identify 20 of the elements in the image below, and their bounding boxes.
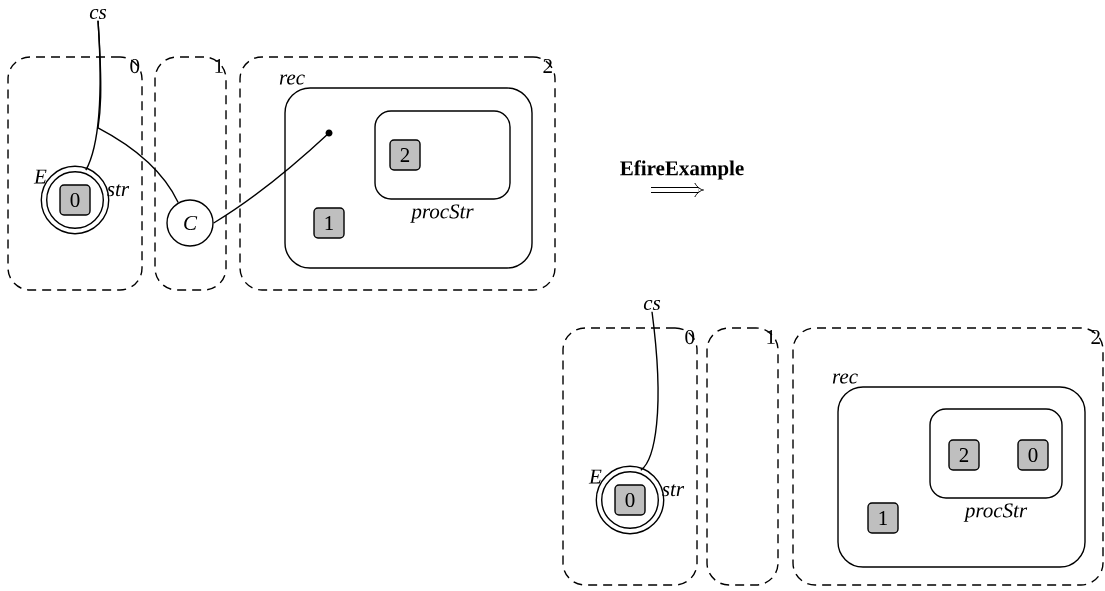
link-name: cs	[89, 8, 107, 20]
site-box: 2	[389, 139, 421, 171]
link-name: cs	[643, 299, 661, 311]
link-line	[97, 20, 179, 204]
site-box: 1	[313, 207, 345, 239]
site-box: 2	[948, 439, 980, 471]
link-line	[213, 132, 330, 224]
site-box: 0	[1017, 439, 1049, 471]
node-label: procStr	[410, 204, 474, 223]
region-box: 1	[706, 327, 779, 586]
node-label: rec	[279, 74, 305, 85]
site-box: 1	[867, 502, 899, 534]
site-box: 0	[59, 184, 91, 216]
rule-name: EfireExample	[620, 160, 744, 180]
node-label: str	[107, 184, 130, 197]
node-label: rec	[832, 373, 858, 384]
site-box: 0	[614, 484, 646, 516]
node-label: str	[662, 484, 685, 497]
link-line	[640, 311, 659, 471]
node-label: procStr	[963, 503, 1028, 522]
